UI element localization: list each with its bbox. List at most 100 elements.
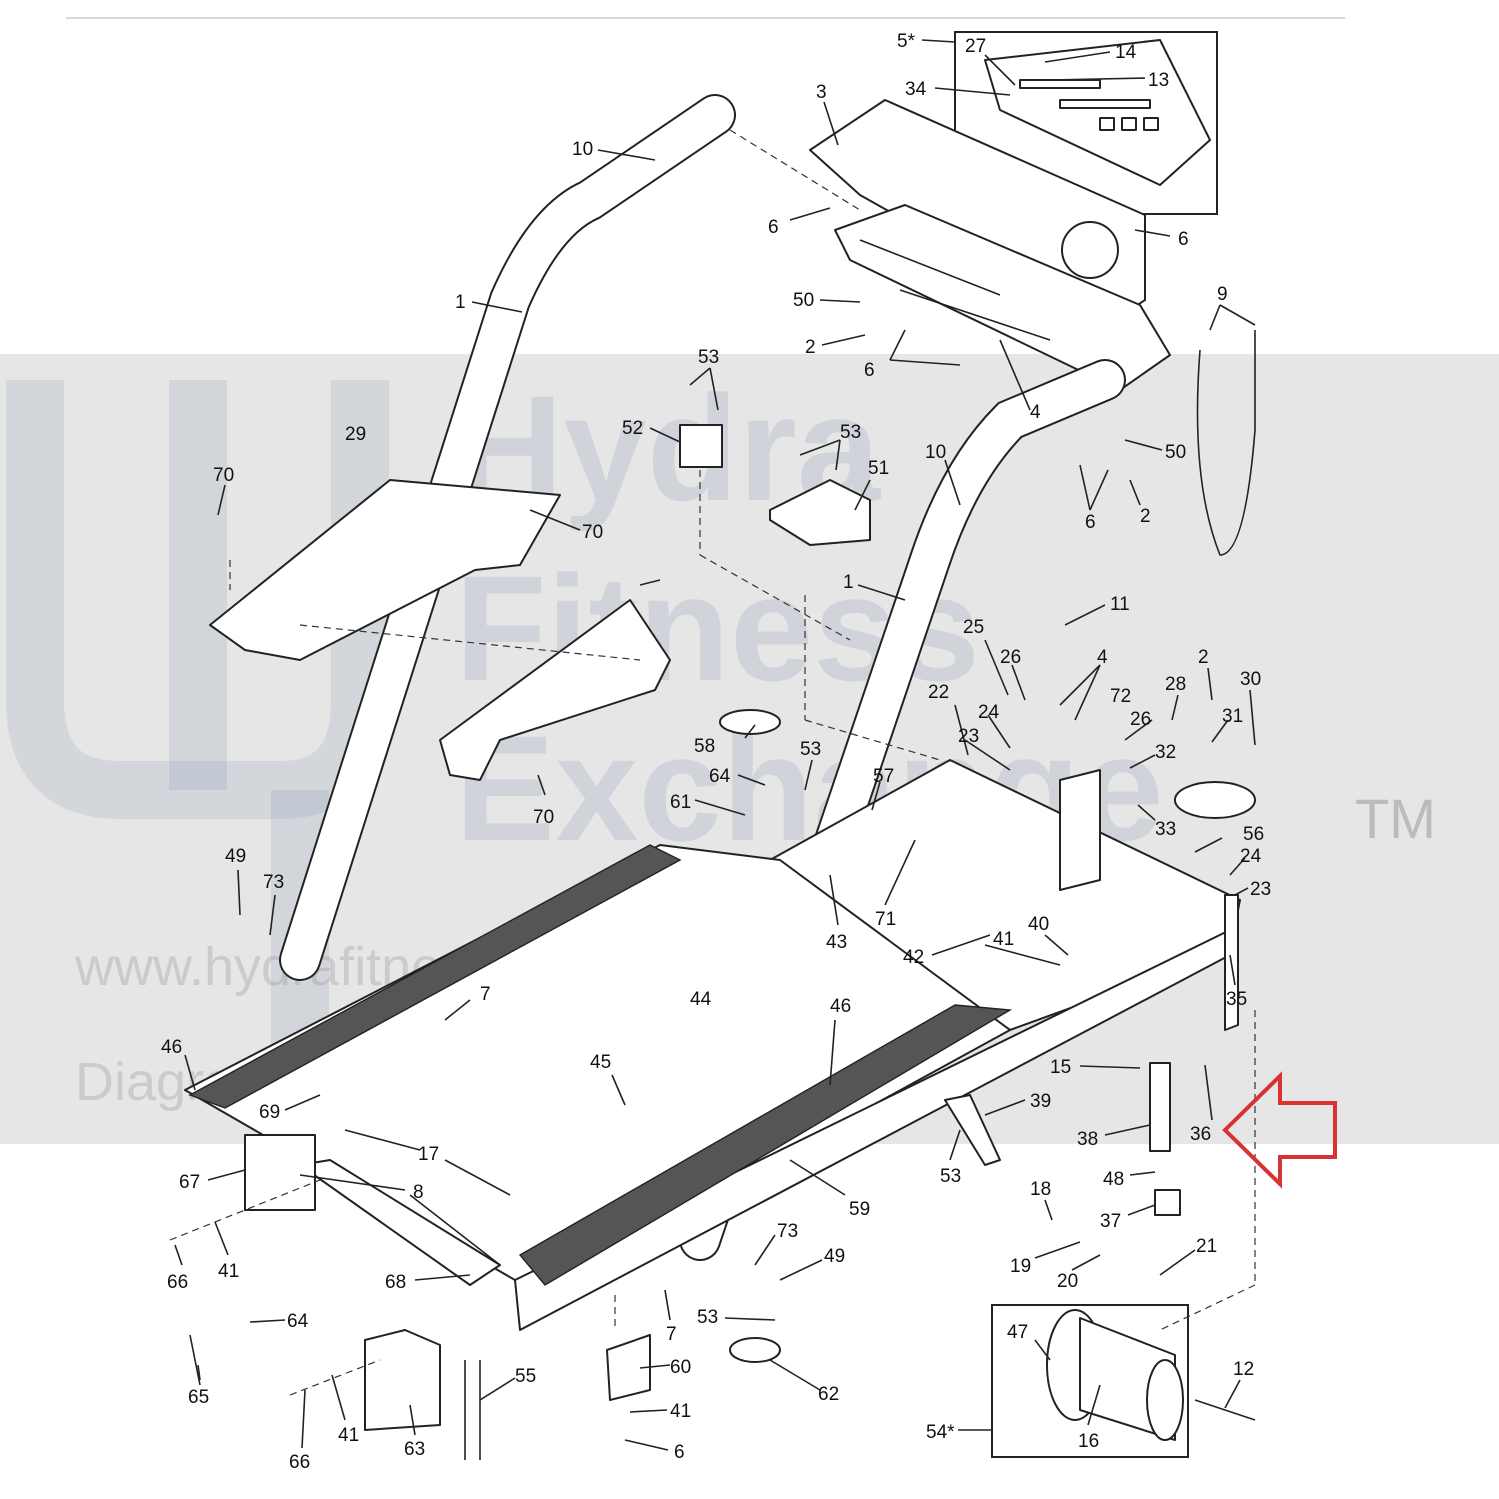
callout-22: 22 bbox=[928, 682, 949, 703]
callout-53: 53 bbox=[940, 1166, 961, 1187]
callout-24: 24 bbox=[978, 702, 1000, 723]
callout-13: 13 bbox=[1148, 70, 1169, 91]
callout-31: 31 bbox=[1222, 706, 1243, 727]
callout-30: 30 bbox=[1240, 669, 1261, 690]
callout-58: 58 bbox=[694, 736, 715, 757]
callout-10: 10 bbox=[925, 442, 946, 463]
callout-25: 25 bbox=[963, 617, 984, 638]
callout-19: 19 bbox=[1010, 1256, 1031, 1277]
rear-roller bbox=[244, 1134, 501, 1286]
callout-73: 73 bbox=[263, 872, 284, 893]
console-base bbox=[809, 99, 1171, 391]
callout-6: 6 bbox=[768, 217, 779, 238]
callout-39: 39 bbox=[1030, 1091, 1051, 1112]
callout-50: 50 bbox=[1165, 442, 1186, 463]
callout-41: 41 bbox=[670, 1401, 691, 1422]
callout-42: 42 bbox=[903, 947, 924, 968]
callout-48: 48 bbox=[1103, 1169, 1124, 1190]
callout-17: 17 bbox=[418, 1144, 439, 1165]
callout-21: 21 bbox=[1196, 1236, 1217, 1257]
callout-14: 14 bbox=[1115, 42, 1137, 63]
callout-70: 70 bbox=[213, 465, 234, 486]
callout-62: 62 bbox=[818, 1384, 839, 1405]
callout-26: 26 bbox=[1130, 709, 1151, 730]
handrail-left bbox=[279, 94, 736, 981]
callout-labels: 5* 27 14 13 34 3 10 6 6 1 50 2 6 9 53 4 … bbox=[161, 31, 1271, 1473]
callout-26: 26 bbox=[1000, 647, 1021, 668]
callout-45: 45 bbox=[590, 1052, 611, 1073]
callout-20: 20 bbox=[1057, 1271, 1078, 1292]
leader-lines bbox=[174, 39, 1256, 1451]
callout-11: 11 bbox=[1110, 594, 1130, 615]
callout-23: 23 bbox=[1250, 879, 1271, 900]
small-hardware bbox=[189, 330, 1256, 1460]
callout-1: 1 bbox=[455, 292, 466, 313]
callout-56: 56 bbox=[1243, 824, 1264, 845]
callout-7: 7 bbox=[666, 1324, 677, 1345]
callout-71: 71 bbox=[875, 909, 896, 930]
callout-53: 53 bbox=[698, 347, 719, 368]
callout-55: 55 bbox=[515, 1366, 536, 1387]
callout-27: 27 bbox=[965, 36, 986, 57]
callout-43: 43 bbox=[826, 932, 847, 953]
callout-41: 41 bbox=[993, 929, 1014, 950]
callout-53: 53 bbox=[697, 1307, 718, 1328]
callout-38: 38 bbox=[1077, 1129, 1098, 1150]
callout-70: 70 bbox=[582, 522, 603, 543]
callout-60: 60 bbox=[670, 1357, 691, 1378]
watermark-trademark: TM bbox=[1355, 787, 1436, 850]
callout-41: 41 bbox=[338, 1425, 359, 1446]
motor-assembly-box bbox=[991, 1304, 1189, 1458]
callout-32: 32 bbox=[1155, 742, 1176, 763]
callout-41: 41 bbox=[218, 1261, 239, 1282]
callout-4: 4 bbox=[1097, 647, 1108, 668]
callout-54: 54* bbox=[926, 1422, 955, 1443]
callout-15: 15 bbox=[1050, 1057, 1071, 1078]
callout-70: 70 bbox=[533, 807, 554, 828]
callout-46: 46 bbox=[830, 996, 851, 1017]
callout-6: 6 bbox=[1178, 229, 1189, 250]
callout-66: 66 bbox=[167, 1272, 188, 1293]
callout-68: 68 bbox=[385, 1272, 406, 1293]
callout-53: 53 bbox=[800, 739, 821, 760]
callout-36: 36 bbox=[1190, 1124, 1211, 1145]
callout-37: 37 bbox=[1100, 1211, 1121, 1232]
callout-5: 5* bbox=[897, 31, 916, 52]
callout-40: 40 bbox=[1028, 914, 1049, 935]
callout-28: 28 bbox=[1165, 674, 1186, 695]
callout-3: 3 bbox=[816, 82, 827, 103]
callout-61: 61 bbox=[670, 792, 691, 813]
callout-29: 29 bbox=[345, 424, 366, 445]
handrail-right bbox=[679, 359, 1126, 1261]
callout-34: 34 bbox=[905, 79, 927, 100]
callout-46: 46 bbox=[161, 1037, 182, 1058]
callout-50: 50 bbox=[793, 290, 814, 311]
callout-10: 10 bbox=[572, 139, 593, 160]
callout-52: 52 bbox=[622, 418, 643, 439]
callout-1: 1 bbox=[843, 572, 854, 593]
callout-64: 64 bbox=[287, 1311, 309, 1332]
dashed-guides bbox=[169, 129, 1256, 1396]
callout-66: 66 bbox=[289, 1452, 310, 1473]
callout-57: 57 bbox=[873, 766, 894, 787]
callout-7: 7 bbox=[480, 984, 491, 1005]
callout-72: 72 bbox=[1110, 686, 1131, 707]
highlight-arrow bbox=[1222, 1071, 1337, 1189]
callout-49: 49 bbox=[824, 1246, 845, 1267]
callout-23: 23 bbox=[958, 726, 979, 747]
callout-65: 65 bbox=[188, 1387, 209, 1408]
callout-64: 64 bbox=[709, 766, 731, 787]
callout-16: 16 bbox=[1078, 1431, 1099, 1452]
callout-51: 51 bbox=[868, 458, 889, 479]
callout-49: 49 bbox=[225, 846, 246, 867]
callout-69: 69 bbox=[259, 1102, 280, 1123]
callout-6: 6 bbox=[1085, 512, 1096, 533]
callout-18: 18 bbox=[1030, 1179, 1051, 1200]
callout-6: 6 bbox=[674, 1442, 685, 1463]
callout-53: 53 bbox=[840, 422, 861, 443]
callout-44: 44 bbox=[690, 989, 712, 1010]
callout-4: 4 bbox=[1030, 402, 1041, 423]
frame bbox=[184, 759, 1241, 1331]
callout-9: 9 bbox=[1217, 284, 1228, 305]
